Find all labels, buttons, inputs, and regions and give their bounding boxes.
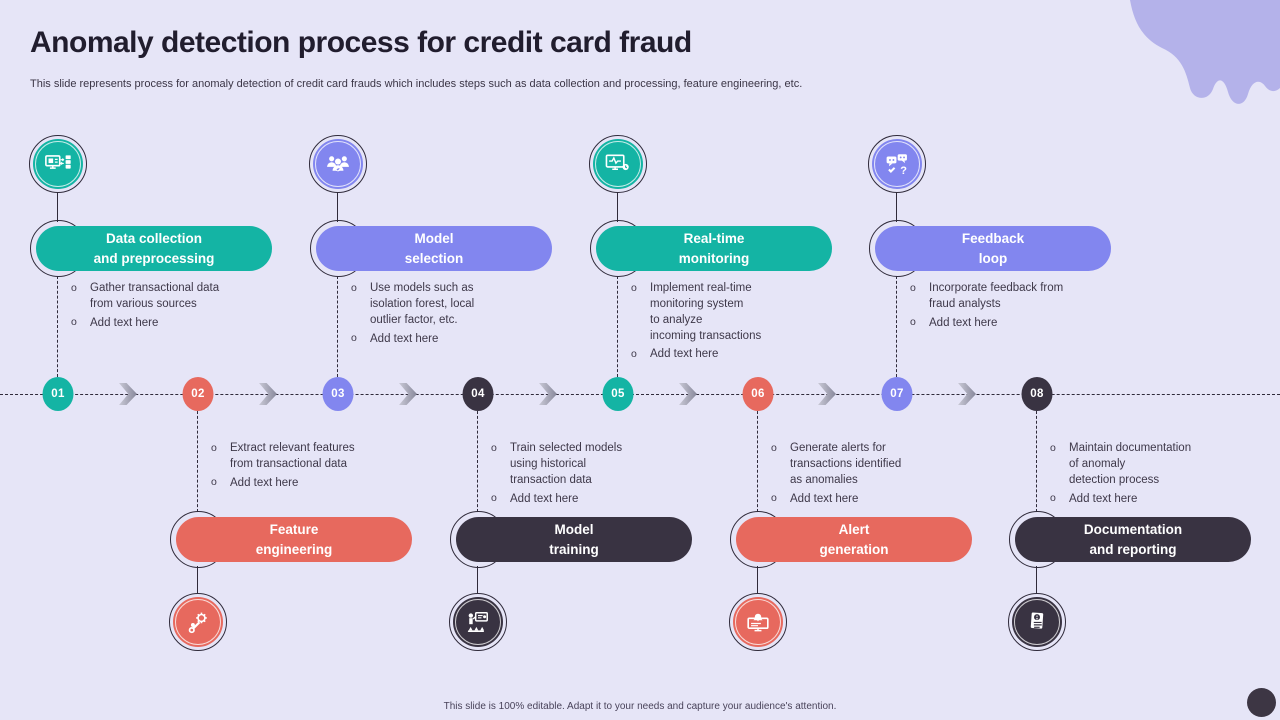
bullet-item: Generate alerts for transactions identif… [771, 441, 956, 489]
step-title: Feedback loop [961, 230, 1025, 266]
connector-line [757, 566, 759, 594]
bullet-item: Train selected models using historical t… [491, 441, 676, 489]
timeline-dashed-line [0, 394, 1280, 395]
alert-generation-icon [733, 597, 783, 647]
step-title: Model training [549, 521, 599, 557]
step-title-pill[interactable]: Feature engineering [176, 517, 412, 562]
bullet-item: Extract relevant features from transacti… [211, 441, 396, 473]
step-bullet-list: Use models such as isolation forest, loc… [351, 281, 536, 350]
step-bullet-list: Generate alerts for transactions identif… [771, 441, 956, 510]
connector-line [896, 192, 898, 222]
node-number: 03 [331, 388, 345, 400]
data-collection-icon [33, 139, 83, 189]
step-title-pill[interactable]: Model selection [316, 226, 552, 271]
feature-engineering-icon [173, 597, 223, 647]
timeline-node-06[interactable]: 06 [742, 377, 774, 411]
step-title-pill[interactable]: Real-time monitoring [596, 226, 832, 271]
svg-text:?: ? [900, 165, 907, 177]
timeline-node-01[interactable]: 01 [42, 377, 74, 411]
bullet-item: Gather transactional data from various s… [71, 281, 256, 313]
step-title-pill[interactable]: Feedback loop [875, 226, 1111, 271]
page-subtitle: This slide represents process for anomal… [30, 78, 803, 90]
step-title: Model selection [404, 230, 464, 266]
connector-dashed-line [1036, 411, 1038, 512]
bullet-item: Use models such as isolation forest, loc… [351, 281, 536, 329]
connector-dashed-line [57, 276, 59, 377]
node-number: 07 [890, 388, 904, 400]
connector-dashed-line [617, 276, 619, 377]
connector-dashed-line [197, 411, 199, 512]
feedback-loop-icon: ? [872, 139, 922, 189]
corner-blob-decoration [1130, 0, 1280, 104]
model-training-icon [453, 597, 503, 647]
step-icon-ring [29, 135, 87, 193]
connector-dashed-line [757, 411, 759, 512]
step-title-pill[interactable]: Data collection and preprocessing [36, 226, 272, 271]
realtime-monitoring-icon [593, 139, 643, 189]
bullet-item[interactable]: Add text here [351, 331, 536, 348]
node-number: 06 [751, 388, 765, 400]
bullet-item[interactable]: Add text here [211, 475, 396, 492]
step-icon-ring [449, 593, 507, 651]
connector-dashed-line [477, 411, 479, 512]
corner-dot-decoration [1247, 688, 1276, 717]
step-icon-ring [169, 593, 227, 651]
node-number: 05 [611, 388, 625, 400]
step-title: Alert generation [819, 521, 889, 557]
timeline-node-08[interactable]: 08 [1021, 377, 1053, 411]
model-selection-icon [313, 139, 363, 189]
page-title: Anomaly detection process for credit car… [30, 26, 692, 59]
step-title-pill[interactable]: Model training [456, 517, 692, 562]
step-title: Real-time monitoring [678, 230, 750, 266]
step-bullet-list: Implement real-time monitoring system to… [631, 280, 816, 366]
step-bullet-list: Extract relevant features from transacti… [211, 441, 396, 495]
connector-line [337, 192, 339, 222]
step-icon-ring [309, 135, 367, 193]
connector-line [617, 192, 619, 222]
step-title: Feature engineering [255, 521, 333, 557]
bullet-item: Incorporate feedback from fraud analysts [910, 281, 1095, 313]
connector-line [477, 566, 479, 594]
bullet-item: Implement real-time monitoring system to… [631, 280, 816, 344]
step-icon-ring [729, 593, 787, 651]
node-number: 01 [51, 388, 65, 400]
step-icon-ring: ? [868, 135, 926, 193]
connector-line [1036, 566, 1038, 594]
step-bullet-list: Maintain documentation of anomaly detect… [1050, 441, 1235, 510]
step-bullet-list: Train selected models using historical t… [491, 441, 676, 510]
step-title-pill[interactable]: Alert generation [736, 517, 972, 562]
step-bullet-list: Gather transactional data from various s… [71, 281, 256, 335]
timeline-node-04[interactable]: 04 [462, 377, 494, 411]
step-bullet-list: Incorporate feedback from fraud analysts… [910, 281, 1095, 335]
step-icon-ring [589, 135, 647, 193]
node-number: 02 [191, 388, 205, 400]
connector-dashed-line [896, 276, 898, 377]
connector-line [57, 192, 59, 222]
connector-dashed-line [337, 276, 339, 377]
bullet-item[interactable]: Add text here [71, 315, 256, 332]
bullet-item[interactable]: Add text here [1050, 491, 1235, 508]
step-icon-ring [1008, 593, 1066, 651]
bullet-item[interactable]: Add text here [631, 347, 816, 363]
bullet-item[interactable]: Add text here [491, 491, 676, 508]
connector-line [197, 566, 199, 594]
step-title-pill[interactable]: Documentation and reporting [1015, 517, 1251, 562]
timeline-node-05[interactable]: 05 [602, 377, 634, 411]
node-number: 08 [1030, 388, 1044, 400]
step-title: Data collection and preprocessing [93, 230, 215, 266]
bullet-item: Maintain documentation of anomaly detect… [1050, 441, 1235, 489]
bullet-item[interactable]: Add text here [771, 491, 956, 508]
timeline-node-07[interactable]: 07 [881, 377, 913, 411]
bullet-item[interactable]: Add text here [910, 315, 1095, 332]
node-number: 04 [471, 388, 485, 400]
timeline-node-02[interactable]: 02 [182, 377, 214, 411]
footer-note: This slide is 100% editable. Adapt it to… [443, 701, 837, 712]
timeline-node-03[interactable]: 03 [322, 377, 354, 411]
step-title: Documentation and reporting [1083, 521, 1183, 557]
documentation-icon [1012, 597, 1062, 647]
